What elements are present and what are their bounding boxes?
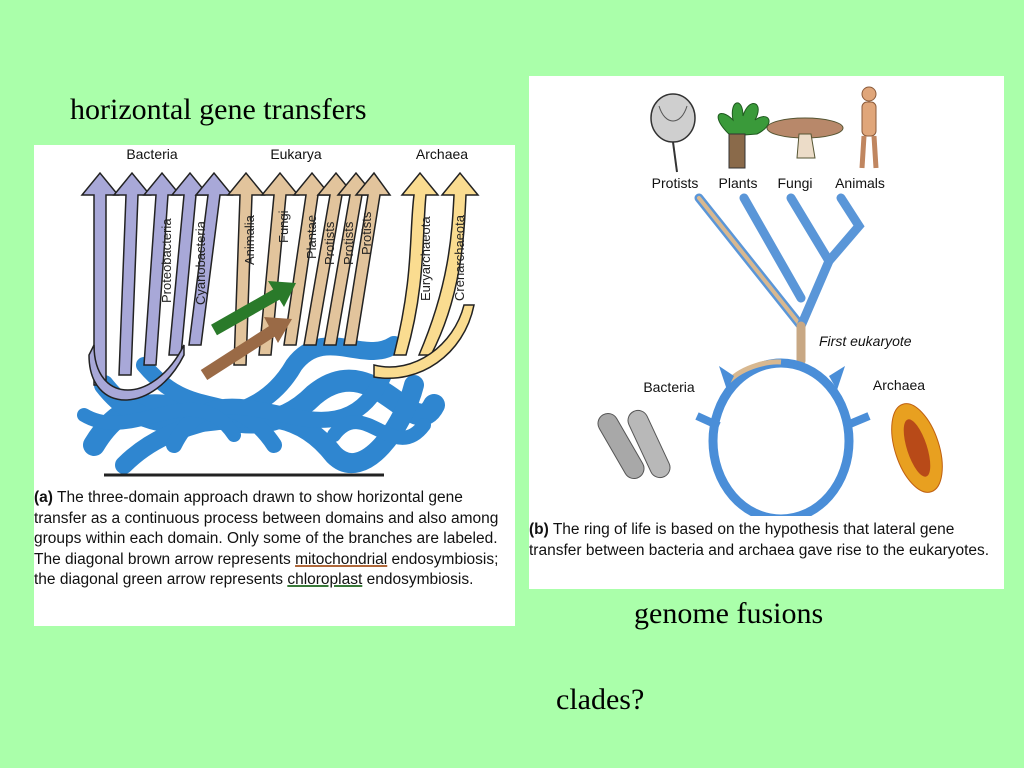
label-crenarchaeota: Crenarchaeota xyxy=(452,214,467,301)
label-archaea: Archaea xyxy=(416,146,468,162)
plant-icon xyxy=(717,102,770,169)
ring-of-life xyxy=(695,358,871,516)
bacteria-icon xyxy=(597,409,671,480)
label-animalia: Animalia xyxy=(242,214,257,265)
eukaryote-tree xyxy=(694,193,865,366)
three-domain-figure: Bacteria Eukarya Archaea Proteobacteria … xyxy=(34,145,515,626)
label-proteobacteria: Proteobacteria xyxy=(159,218,174,303)
bacteria-branches xyxy=(80,171,234,401)
label-plantae: Plantae xyxy=(304,215,319,259)
human-icon xyxy=(859,86,879,169)
green-arrow-chloroplast xyxy=(211,281,296,336)
label-animals: Animals xyxy=(835,175,885,191)
label-bacteria: Bacteria xyxy=(643,379,695,395)
label-protists-3: Protists xyxy=(359,211,374,255)
label-bacteria: Bacteria xyxy=(126,146,178,162)
blue-base-network xyxy=(77,336,445,474)
label-cyanobacteria: Cyanobacteria xyxy=(193,220,208,305)
label-fungi: Fungi xyxy=(276,210,291,243)
caption-a-chloroplast: chloroplast xyxy=(287,571,363,588)
caption-a-mitochondrial: mitochondrial xyxy=(295,550,388,568)
label-protists-2: Protists xyxy=(341,221,356,265)
caption-a-text-2: endosymbiosis; the diagonal green arrow … xyxy=(34,550,499,589)
fungus-icon xyxy=(766,117,844,159)
caption-a-text-1: The three-domain approach drawn to show … xyxy=(34,489,499,568)
label-euryarchaeota: Euryarchaeota xyxy=(418,216,433,301)
ring-of-life-diagram: Protists Plants Fungi Animals First euka… xyxy=(597,86,943,516)
caption-a-text-3: endosymbiosis. xyxy=(362,571,474,588)
caption-b: (b) The ring of life is based on the hyp… xyxy=(529,520,1004,561)
label-first-eukaryote: First eukaryote xyxy=(819,333,912,349)
caption-b-label: (b) xyxy=(529,521,549,538)
archaea-icon xyxy=(891,403,943,493)
label-protists-1: Protists xyxy=(322,221,337,265)
brown-arrow-mitochondrial xyxy=(200,317,292,381)
label-protists: Protists xyxy=(652,175,699,191)
protist-icon xyxy=(650,93,696,173)
clades-question: clades? xyxy=(556,683,645,716)
heading-horizontal-gene-transfers: horizontal gene transfers xyxy=(70,93,367,126)
eukarya-branches xyxy=(226,171,392,366)
caption-b-text: The ring of life is based on the hypothe… xyxy=(529,521,990,559)
label-archaea: Archaea xyxy=(873,377,925,393)
ring-of-life-figure: Protists Plants Fungi Animals First euka… xyxy=(529,76,1004,589)
label-eukarya: Eukarya xyxy=(270,146,322,162)
label-plants: Plants xyxy=(719,175,758,191)
archaea-branches xyxy=(373,171,480,379)
caption-a-label: (a) xyxy=(34,489,53,506)
three-domain-diagram: Bacteria Eukarya Archaea Proteobacteria … xyxy=(77,146,480,477)
label-fungi: Fungi xyxy=(777,175,812,191)
caption-a: (a) The three-domain approach drawn to s… xyxy=(34,488,515,591)
heading-genome-fusions: genome fusions xyxy=(634,597,824,630)
